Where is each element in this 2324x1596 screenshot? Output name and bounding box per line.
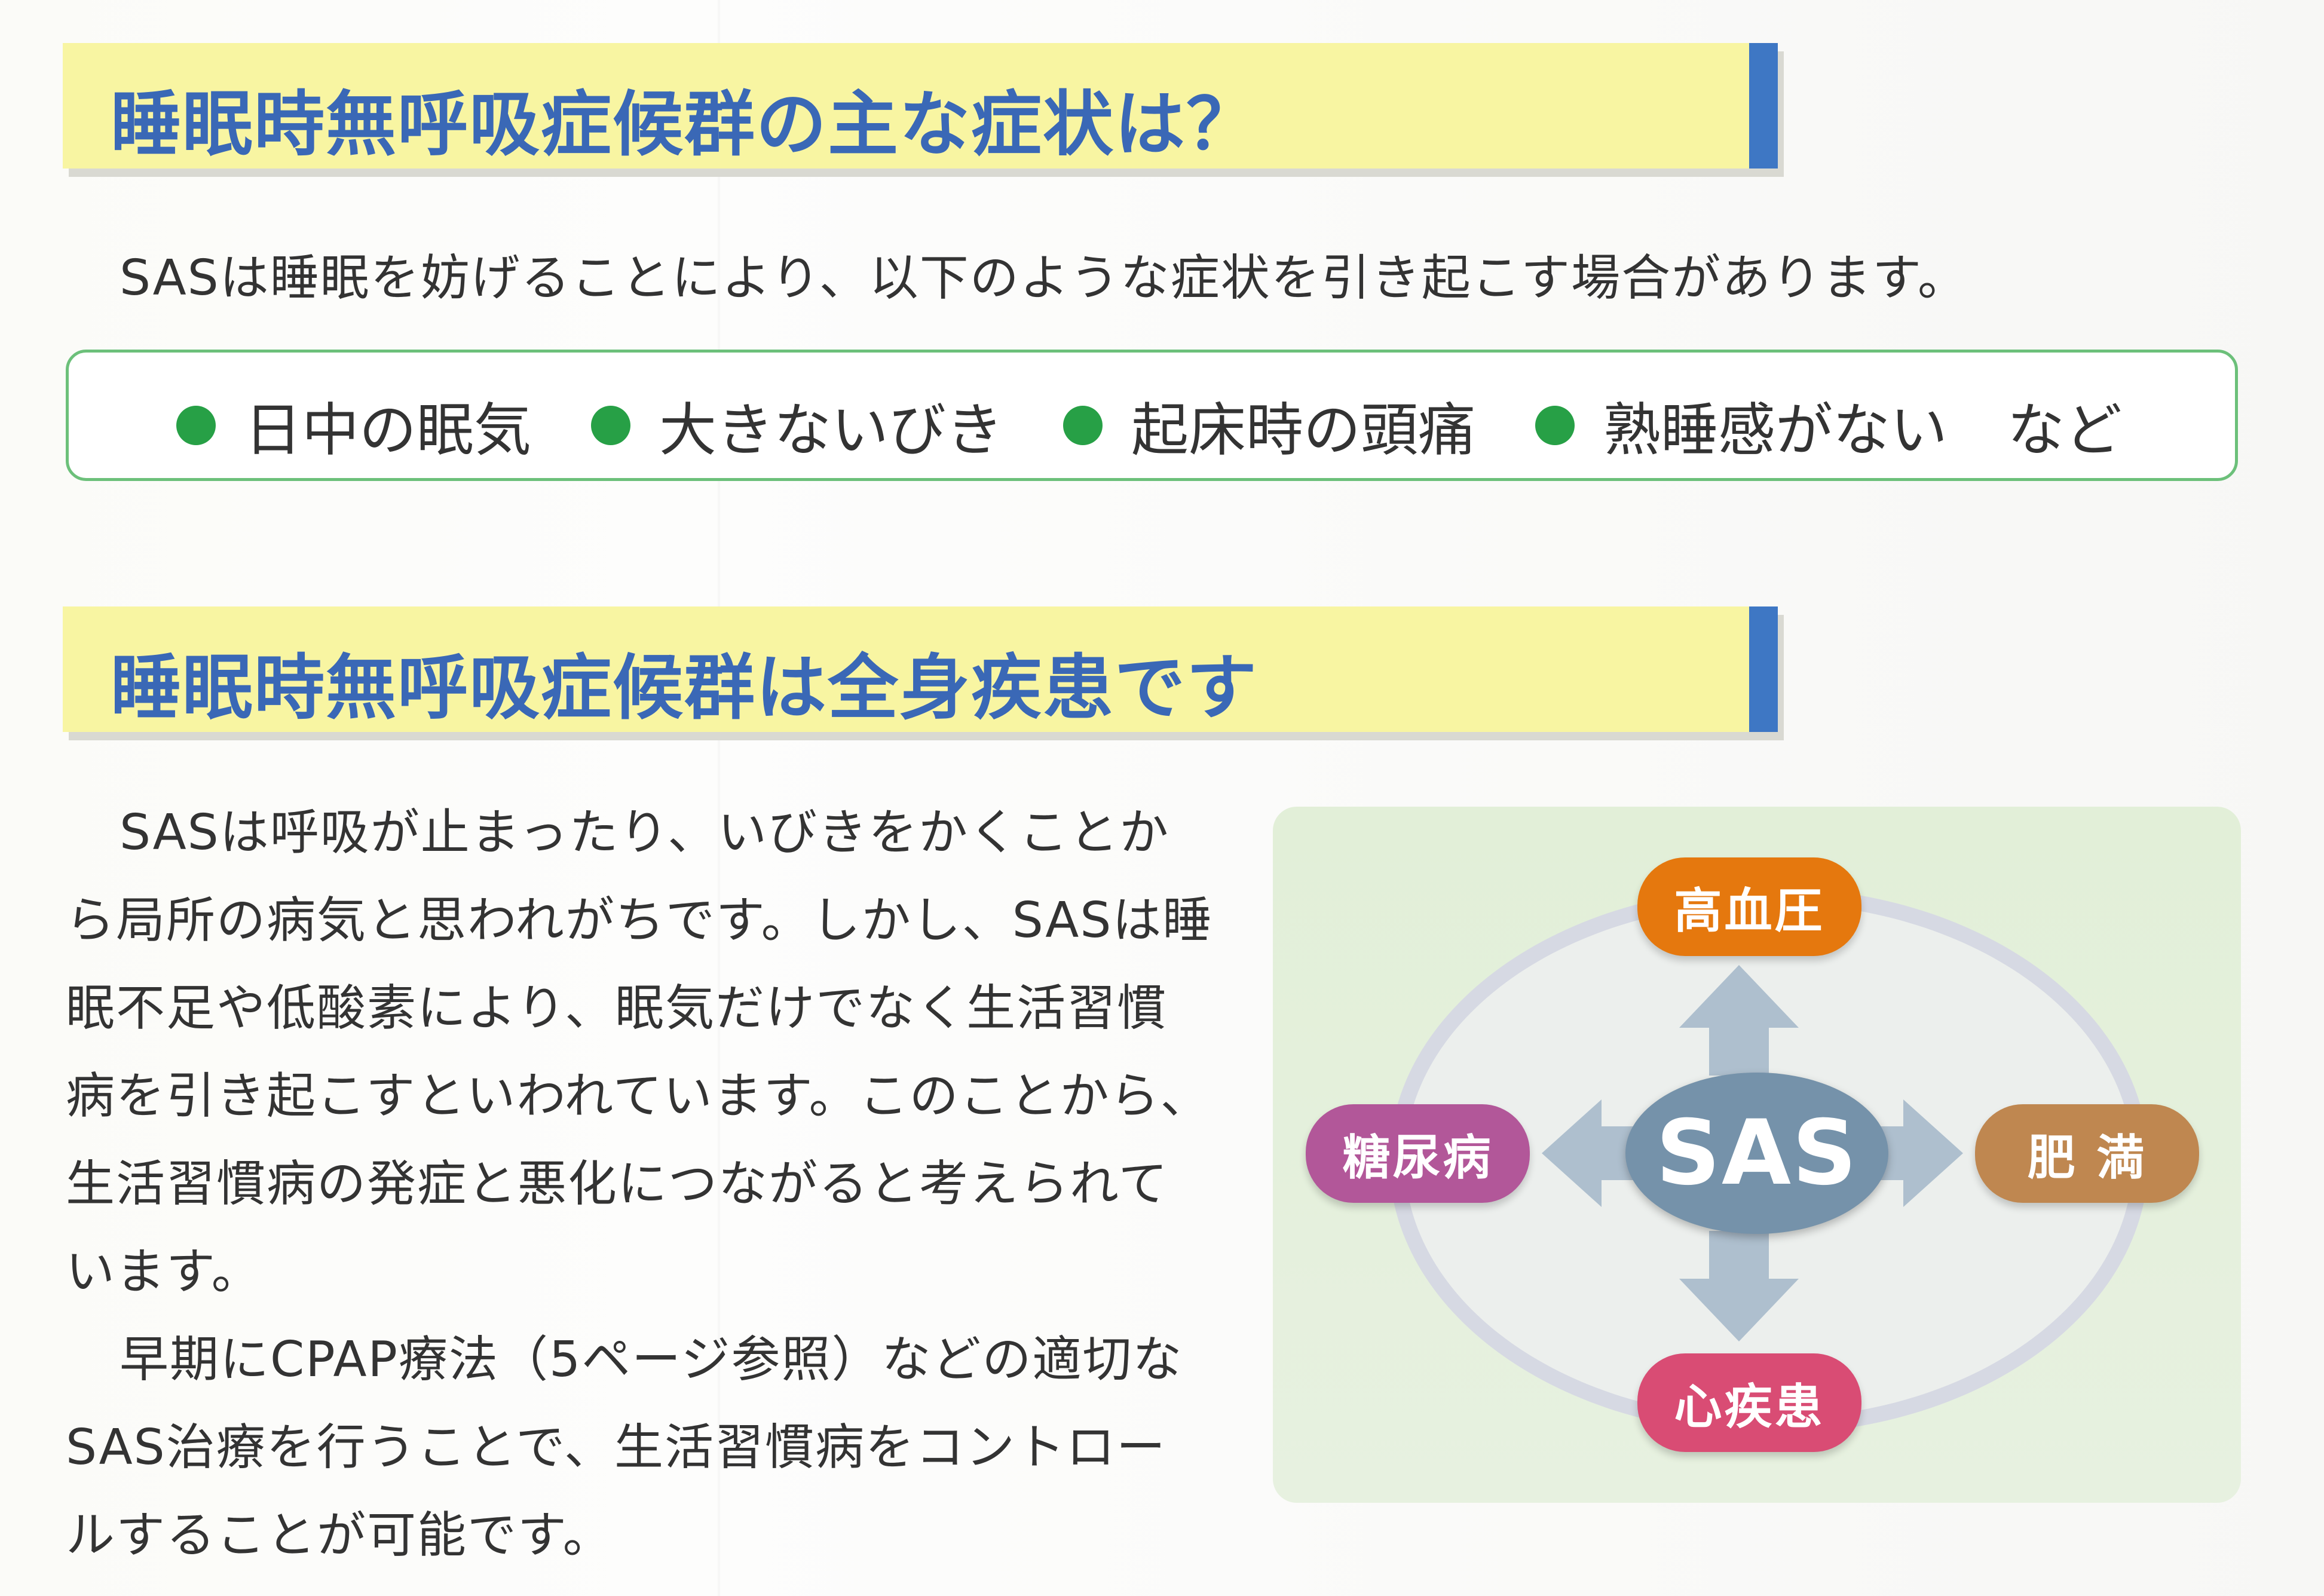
symptom-item: 日中の眠気 [176,384,531,467]
symptom-label: 起床時の頭痛 [1131,397,1475,464]
symptom-label: 熟睡感がない [1603,397,1948,464]
body-paragraph: SASは呼吸が止まったり、いびきをかくことから局所の病気と思われがちです。しかし… [66,804,1213,1300]
node-diabetes: 糖尿病 [1306,1104,1530,1203]
page-fold [717,0,721,1596]
section2-heading-text: 睡眠時無呼吸症候群は全身疾患です [111,647,1259,729]
node-sas-center: SAS [1625,1073,1888,1234]
section1-heading-text: 睡眠時無呼吸症候群の主な症状は？ [111,83,1259,166]
section2-heading: 睡眠時無呼吸症候群は全身疾患です [63,606,1778,732]
arrow-right-icon [1879,1099,1963,1207]
body-paragraph: 早期にCPAP療法（5ページ参照）などの適切なSAS治療を行うことで、生活習慣病… [66,1331,1183,1564]
node-heart-disease: 心疾患 [1637,1353,1861,1452]
node-obesity: 肥 満 [1975,1104,2199,1203]
symptom-item: 熟睡感がない など [1535,384,2122,467]
arrow-down-icon [1679,1231,1799,1341]
bullet-icon [1535,405,1575,445]
bullet-icon [176,405,216,445]
arrow-left-icon [1542,1099,1634,1207]
bullet-icon [591,405,630,445]
node-hypertension: 高血圧 [1637,857,1861,956]
symptom-item: 大きないびき [591,384,1003,467]
symptom-item: 起床時の頭痛 [1063,384,1475,467]
heading-accent-bar [1749,606,1778,732]
symptom-suffix: など [2007,397,2122,464]
bullet-icon [1063,405,1103,445]
heading-accent-bar [1749,43,1778,169]
symptom-label: 日中の眠気 [244,397,531,464]
symptom-label: 大きないびき [659,397,1003,464]
section1-heading: 睡眠時無呼吸症候群の主な症状は？ [63,43,1778,169]
symptom-box: 日中の眠気 大きないびき 起床時の頭痛 熟睡感がない など [66,350,2238,481]
symptom-list: 日中の眠気 大きないびき 起床時の頭痛 熟睡感がない など [176,384,2122,467]
section2-body: SASは呼吸が止まったり、いびきをかくことから局所の病気と思われがちです。しかし… [66,789,1213,1579]
arrow-up-icon [1679,965,1799,1076]
section1-intro: SASは睡眠を妨げることにより、以下のような症状を引き起こす場合があります。 [120,250,1968,307]
